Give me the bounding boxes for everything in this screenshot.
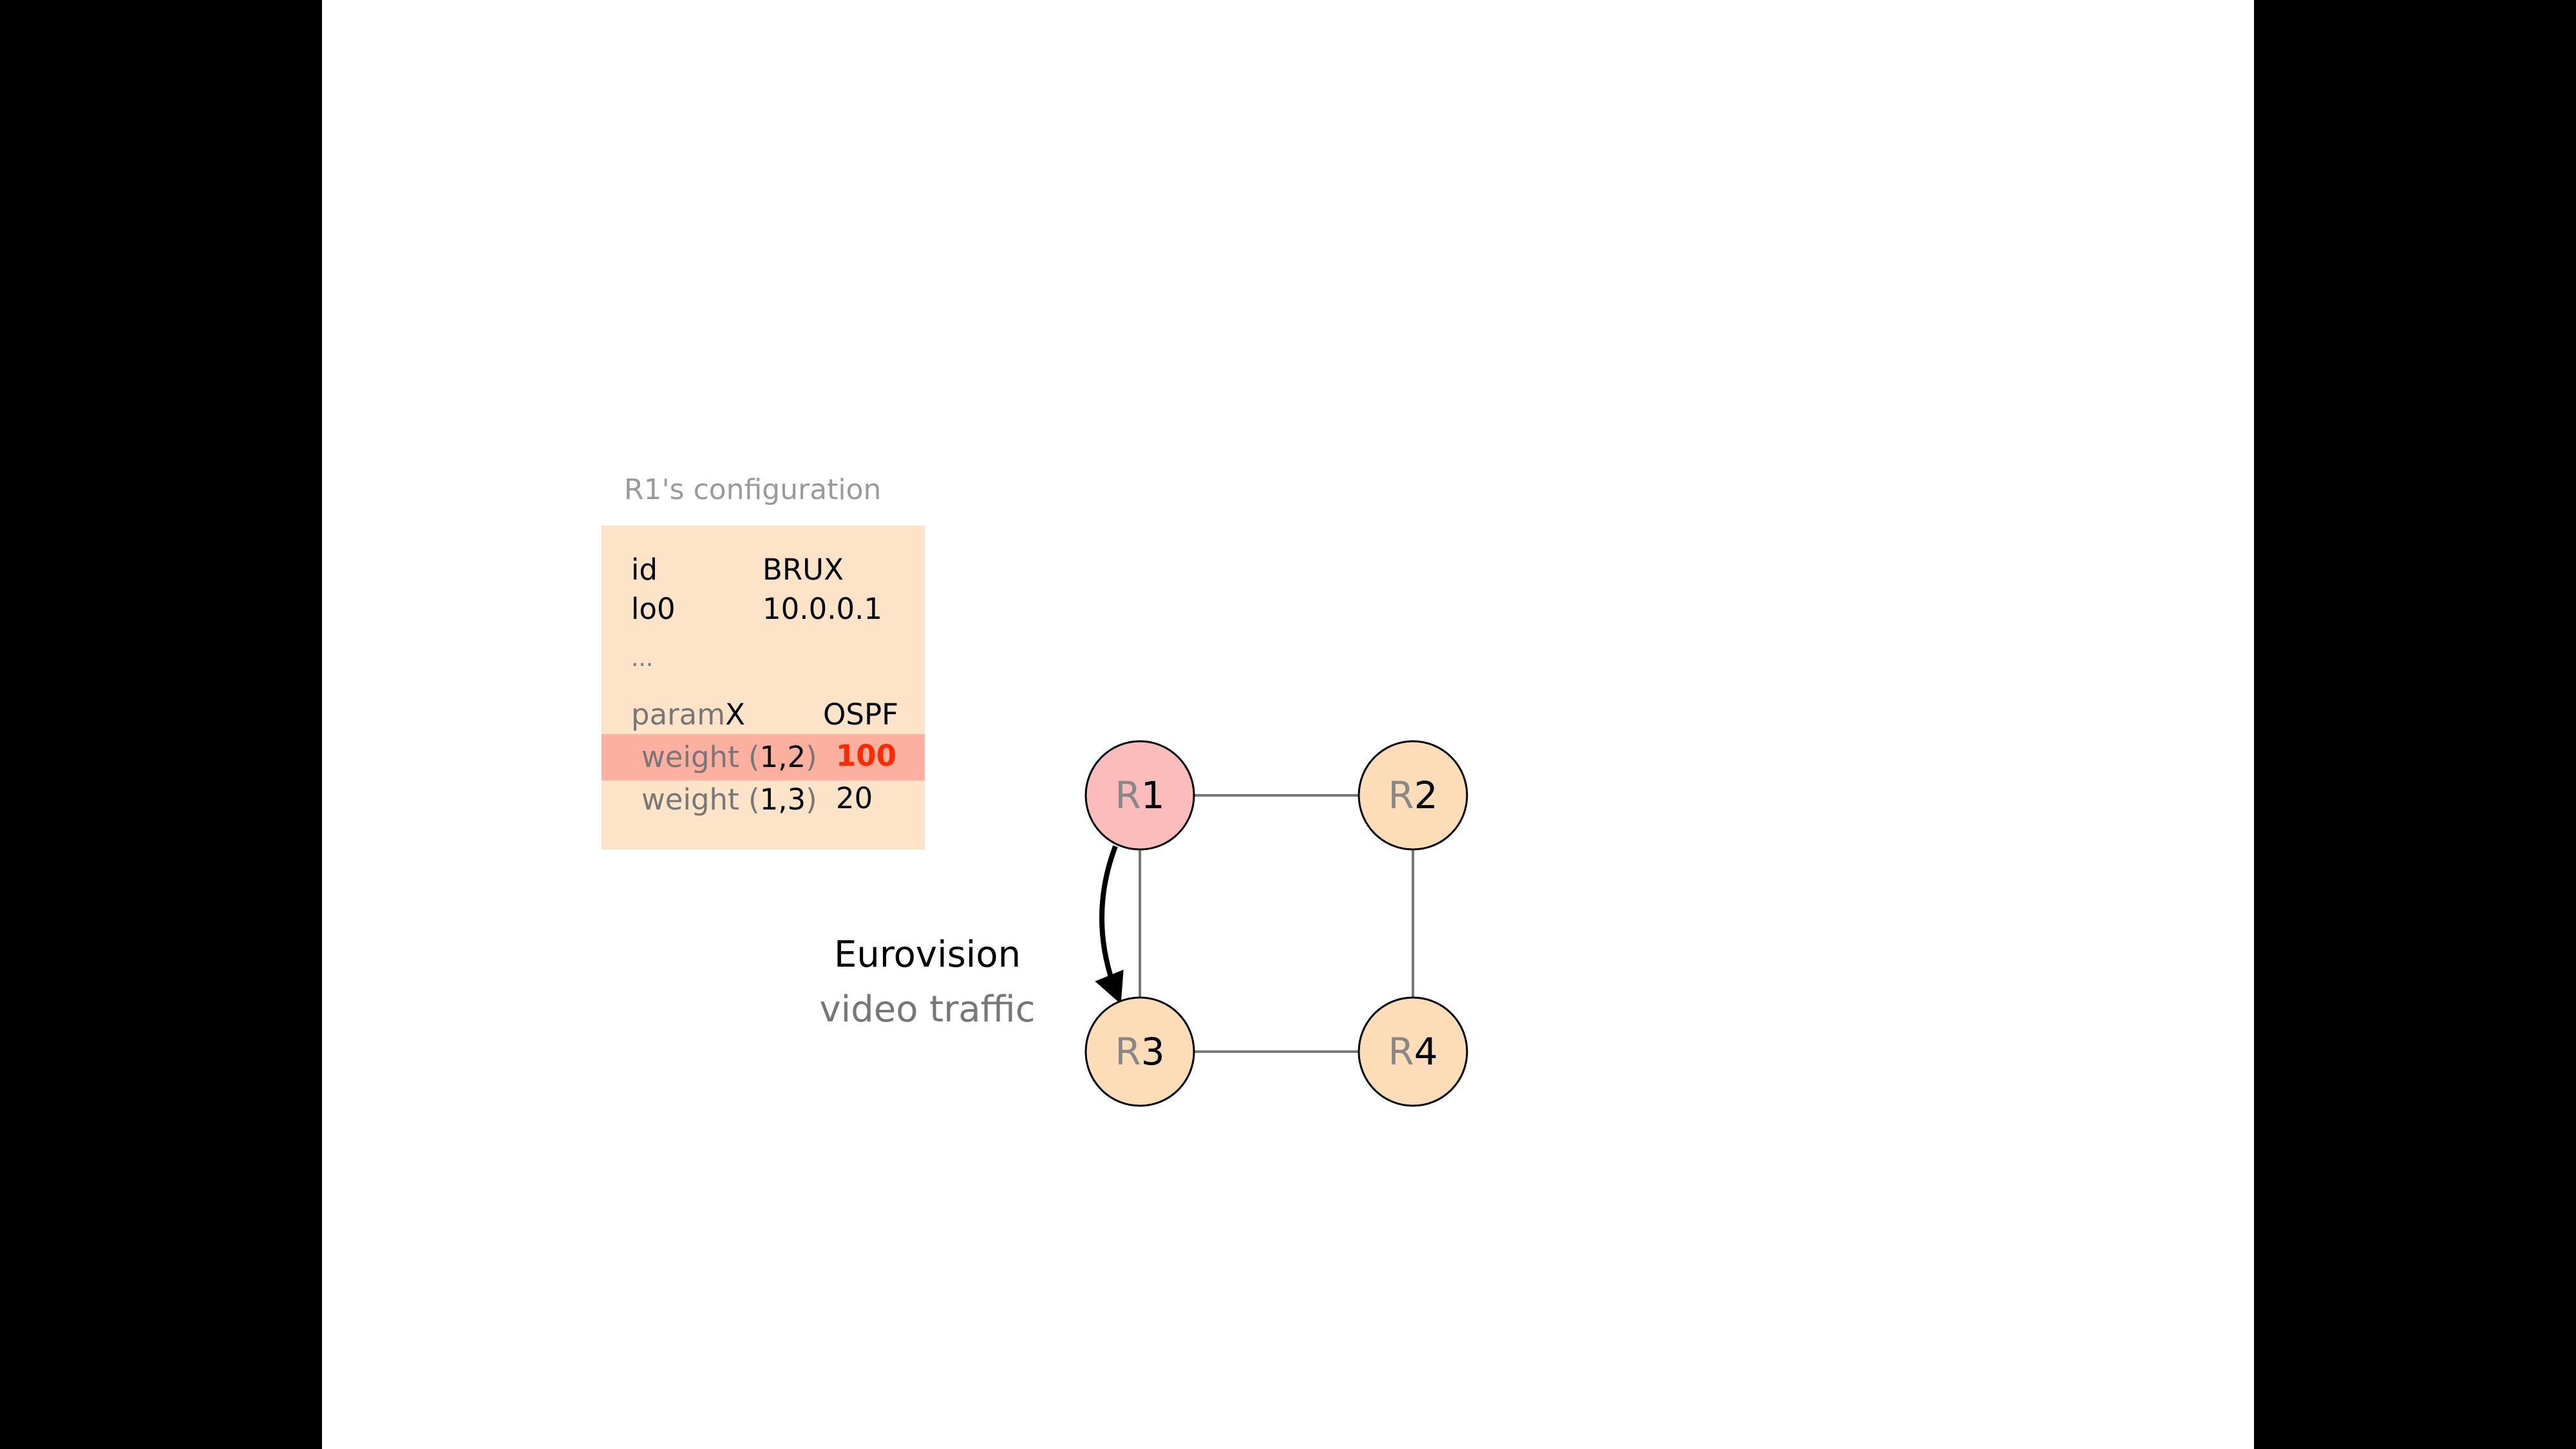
config-value-lo0: 10.0.0.1	[762, 592, 883, 626]
config-key-lo0: lo0	[631, 592, 676, 626]
param-header-key: paramX	[631, 697, 745, 732]
router-r3[interactable]	[1084, 996, 1195, 1107]
config-key-id: id	[631, 553, 658, 587]
router-label-r3: R3	[1115, 1030, 1165, 1074]
config-table: id BRUX lo0 10.0.0.1 ... paramX OSPF wei…	[601, 526, 925, 849]
router-label-r4: R4	[1388, 1030, 1438, 1074]
router-r4[interactable]	[1358, 996, 1468, 1107]
traffic-arrow	[1095, 845, 1124, 1005]
param-header-value: OSPF	[823, 697, 899, 732]
weight-label-1-2: weight (1,2)	[641, 740, 817, 774]
router-r1[interactable]	[1084, 740, 1195, 851]
weight-label-1-3: weight (1,3)	[641, 782, 817, 817]
weight-value-1-3: 20	[836, 781, 873, 815]
weight-value-1-2: 100	[836, 739, 896, 773]
highlight-row	[601, 734, 925, 781]
traffic-label-title: Eurovision	[834, 934, 1021, 976]
config-ellipsis: ...	[631, 645, 654, 672]
config-value-id: BRUX	[762, 553, 844, 587]
router-label-r1: R1	[1115, 773, 1165, 817]
slide: R1's configuration id BRUX lo0 10.0.0.1 …	[322, 0, 2254, 1449]
config-title: R1's configuration	[624, 473, 882, 506]
network-diagram	[1084, 740, 1468, 1107]
traffic-label-subtitle: video traffic	[819, 989, 1036, 1030]
router-r2[interactable]	[1358, 740, 1468, 851]
router-label-r2: R2	[1388, 773, 1438, 817]
